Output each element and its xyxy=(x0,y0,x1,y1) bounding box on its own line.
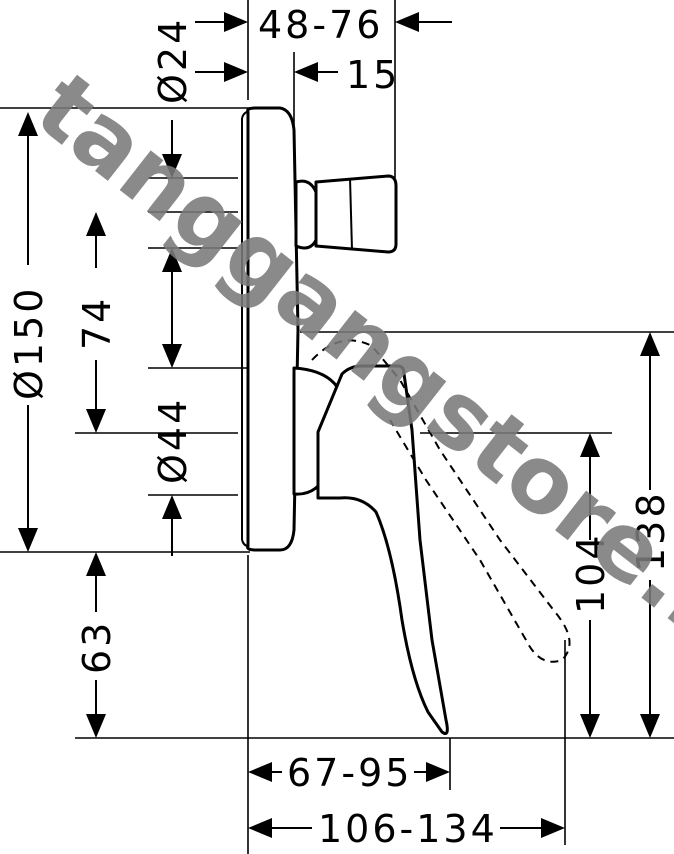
dim-height-104: 104 xyxy=(569,532,613,614)
dim-diameter-44: Ø44 xyxy=(151,397,195,484)
dim-width-106-134: 106-134 xyxy=(318,807,498,851)
dim-height-74: 74 xyxy=(75,296,119,350)
dim-diameter-24: Ø24 xyxy=(151,17,195,104)
dim-height-63: 63 xyxy=(75,620,119,674)
dim-width-67-95: 67-95 xyxy=(287,751,412,795)
dimension-lines xyxy=(18,12,660,838)
mixer-body xyxy=(241,106,571,735)
dim-diameter-150: Ø150 xyxy=(7,286,51,400)
dim-width-48-76: 48-76 xyxy=(258,3,383,47)
dim-width-15: 15 xyxy=(346,53,400,97)
dim-height-138: 138 xyxy=(629,490,673,572)
